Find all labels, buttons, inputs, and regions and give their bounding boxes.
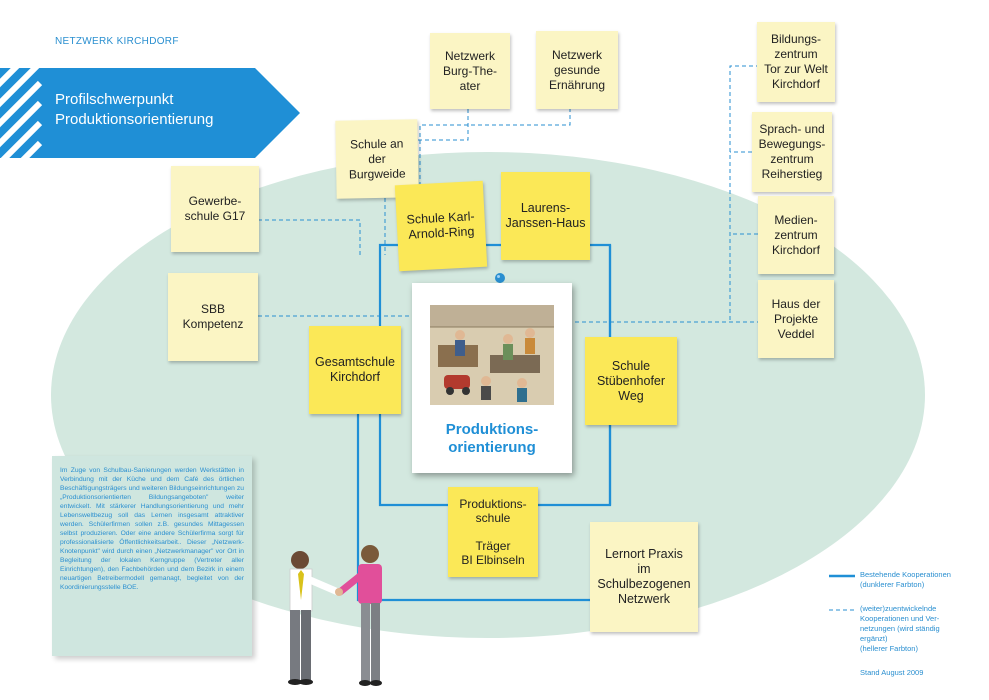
banner-line-1: Profilschwerpunkt	[55, 91, 174, 108]
legend-solid-label: Bestehende Kooperationen (dunklerer Farb…	[860, 570, 951, 589]
legend-solid-line-icon	[829, 574, 855, 578]
note-sbb-kompetenz: SBB Kompetenz	[168, 273, 258, 361]
banner-title: Profilschwerpunkt Produktionsorientierun…	[55, 90, 213, 130]
note-haus-der-projekte-veddel: Haus der Projekte Veddel	[758, 280, 834, 358]
network-label: NETZWERK KIRCHDORF	[55, 36, 179, 47]
stand-date: Stand August 2009	[860, 668, 924, 677]
note-sprach-und-bewegungszentrum: Sprach- und Bewegungs- zentrum Reihersti…	[752, 112, 832, 192]
note-medienzentrum-kirchdorf: Medien- zentrum Kirchdorf	[758, 196, 834, 274]
note-schule-karl-arnold-ring: Schule Karl- Arnold-Ring	[394, 180, 488, 272]
note-laurens-janssen-haus: Laurens- Janssen-Haus	[501, 172, 590, 260]
info-box: Im Zuge von Schulbau-Sanierungen werden …	[52, 456, 252, 656]
note-schule-stuebenhofer-weg: Schule Stübenhofer Weg	[585, 337, 677, 425]
banner-line-2: Produktionsorientierung	[55, 111, 214, 128]
info-text: Im Zuge von Schulbau-Sanierungen werden …	[60, 467, 244, 591]
legend-dashed-line-icon	[829, 609, 855, 611]
note-netzwerk-burg-theater: Netzwerk Burg-The- ater	[430, 33, 510, 109]
legend-dashed-label: (weiter)zuentwickelnde Kooperationen und…	[860, 604, 940, 653]
note-bildungszentrum-tor-zur-welt: Bildungs- zentrum Tor zur Welt Kirchdorf	[757, 22, 835, 102]
note-lernort-praxis: Lernort Praxis im Schulbezogenen Netzwer…	[590, 522, 698, 632]
center-card: Produktions- orientierung	[412, 283, 572, 473]
note-produktionsschule: Produktions- schule Träger BI Elbinseln	[448, 487, 538, 577]
handshake-people-illustration	[288, 545, 382, 686]
workshop-illustration	[430, 305, 554, 405]
note-gewerbeschule-g17: Gewerbe- schule G17	[171, 166, 259, 252]
note-netzwerk-gesunde-ernaehrung: Netzwerk gesunde Ernährung	[536, 31, 618, 109]
note-gesamtschule-kirchdorf: Gesamtschule Kirchdorf	[309, 326, 401, 414]
center-title: Produktions- orientierung	[445, 421, 539, 456]
banner-arrow	[0, 68, 300, 158]
